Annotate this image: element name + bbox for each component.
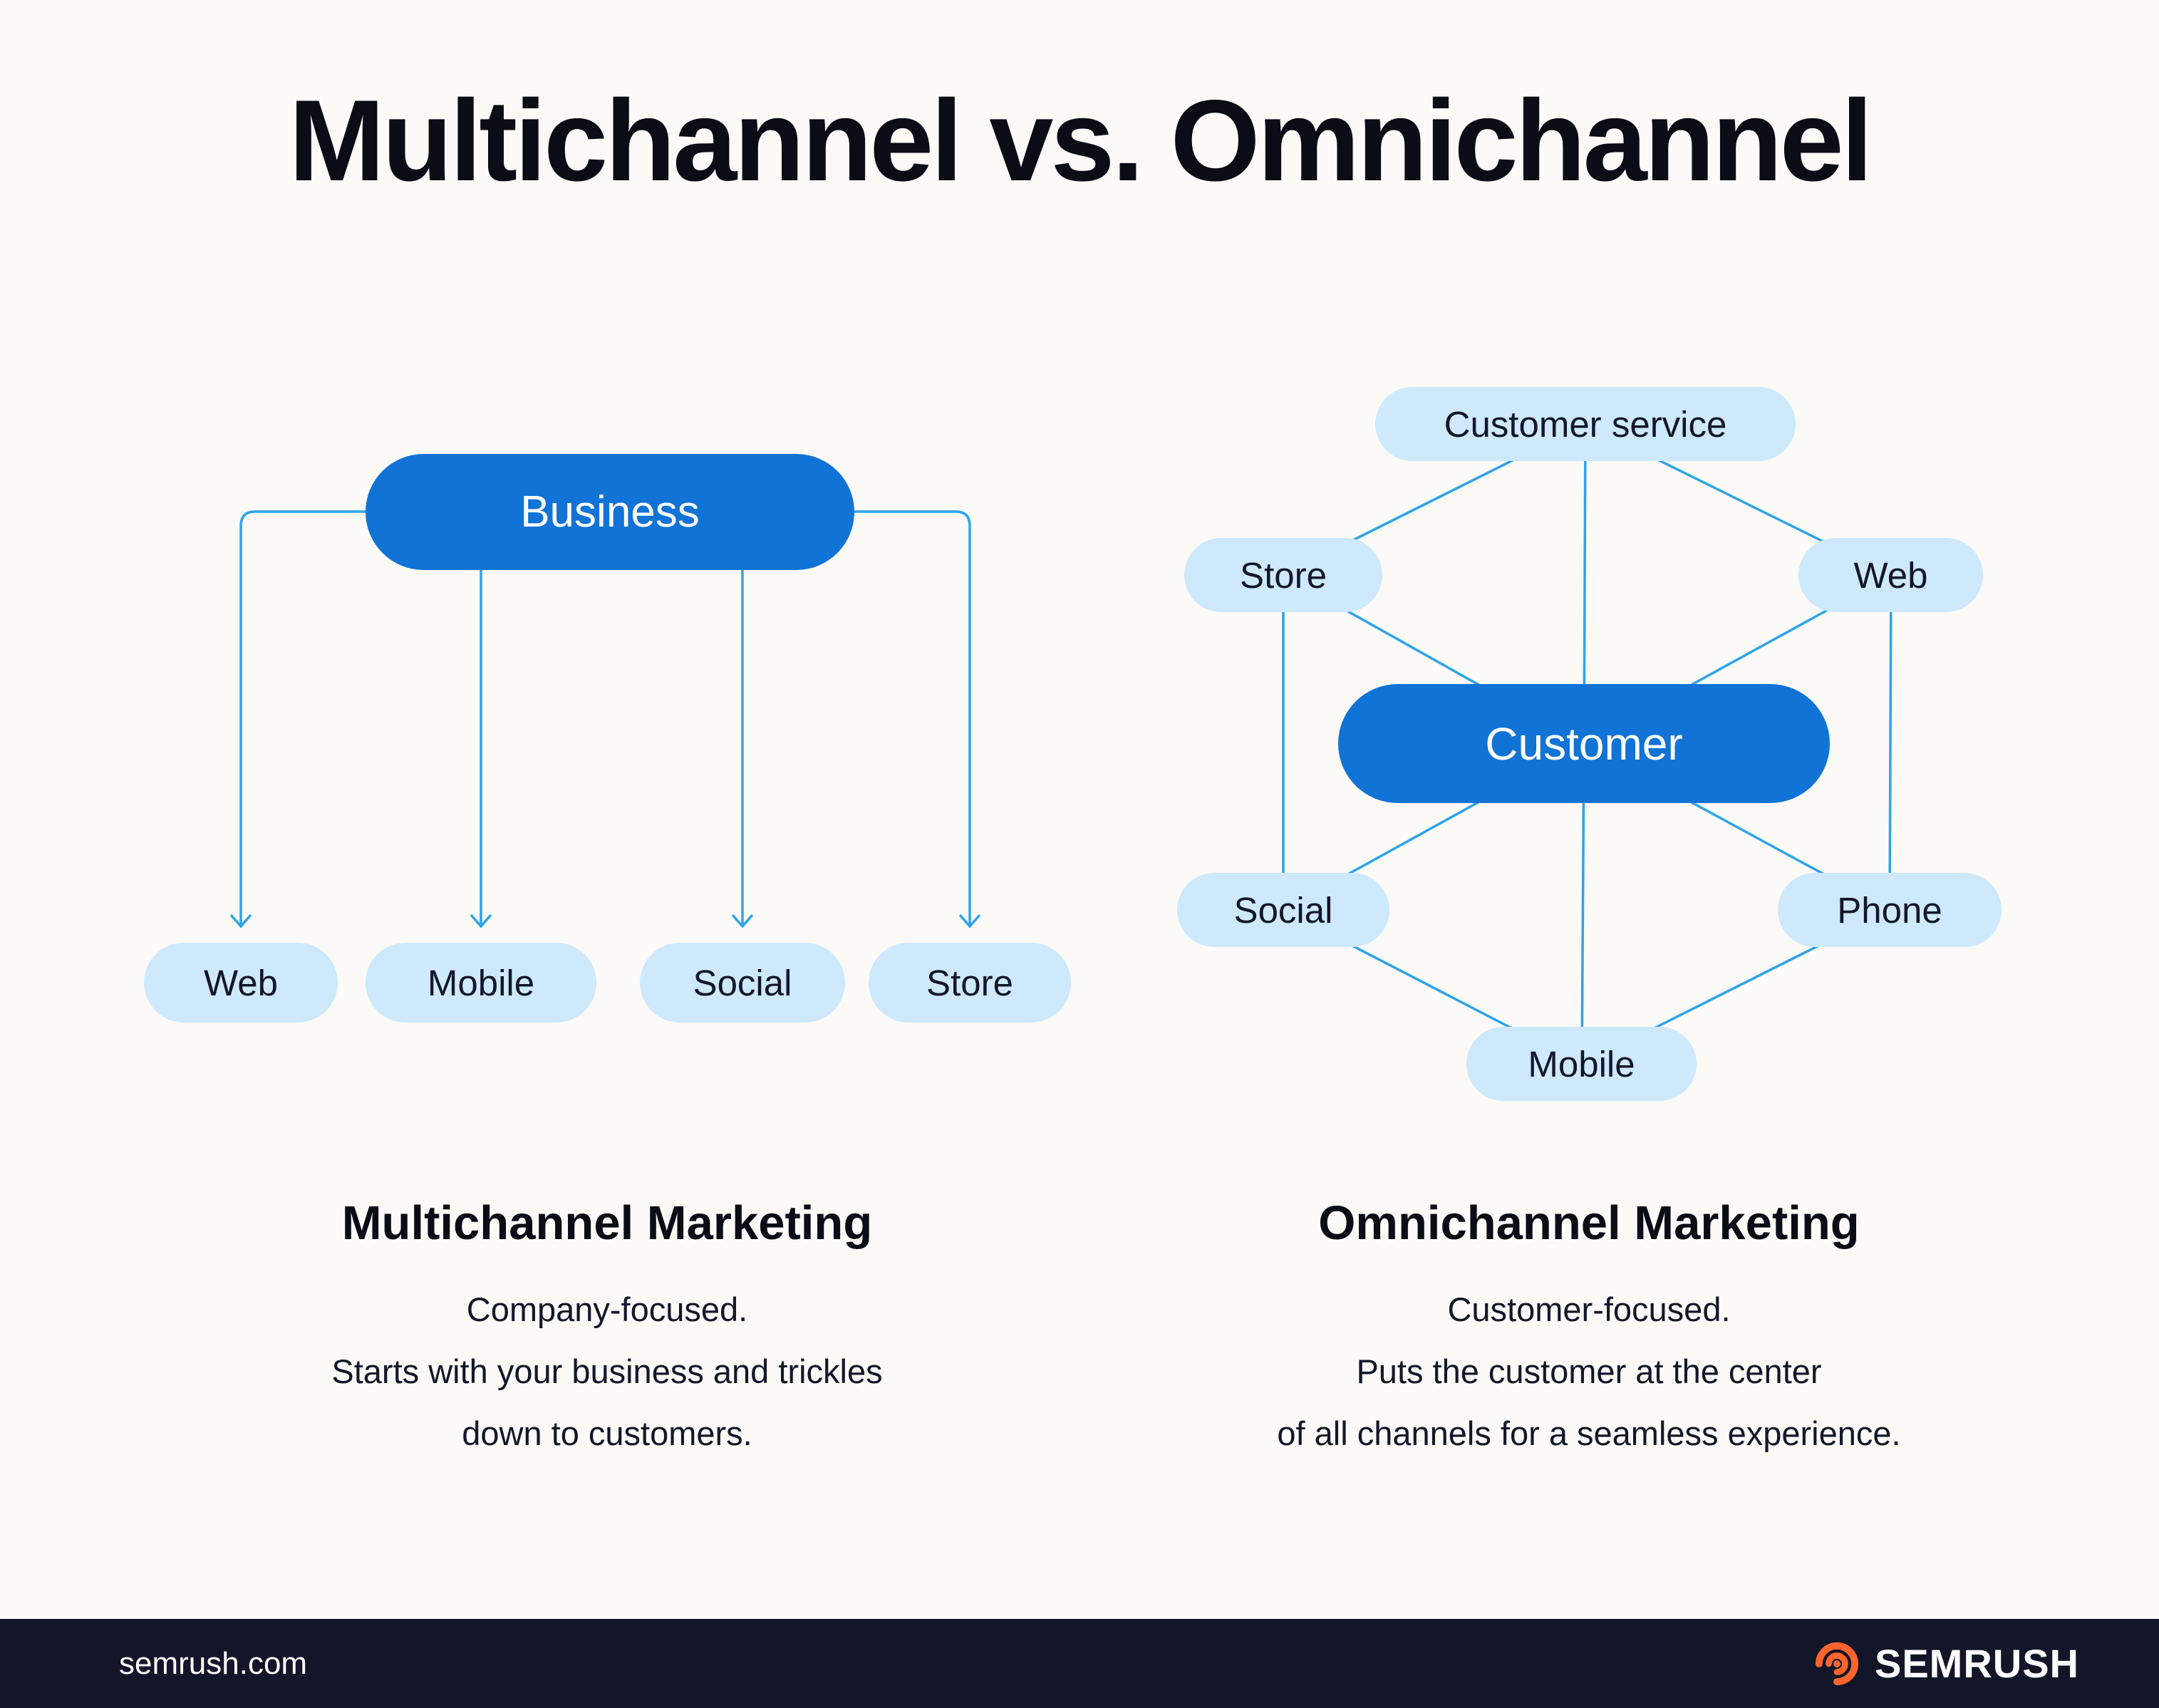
customer-node: Customer — [1338, 684, 1830, 803]
channel-node-social: Social — [640, 943, 845, 1023]
channel-node-web: Web — [144, 943, 338, 1023]
arrow-down-icon — [470, 913, 492, 928]
footer: semrush.com SEMRUSH — [0, 1619, 2159, 1708]
description-line: down to customers. — [462, 1414, 752, 1452]
description-line: Company-focused. — [466, 1290, 748, 1328]
footer-site-url: semrush.com — [119, 1645, 308, 1681]
satellite-node-phone: Phone — [1778, 873, 2002, 947]
satellite-node-social: Social — [1177, 873, 1389, 947]
business-node: Business — [366, 454, 854, 570]
satellite-node-store: Store — [1184, 538, 1382, 612]
satellite-node-web: Web — [1798, 538, 1983, 612]
connector-line — [239, 510, 366, 926]
page-title: Multichannel vs. Omnichannel — [289, 76, 1873, 205]
channel-node-mobile: Mobile — [366, 943, 596, 1023]
channel-node-store: Store — [869, 943, 1071, 1023]
arrow-down-icon — [229, 913, 252, 928]
semrush-flame-icon — [1815, 1642, 1859, 1685]
connector-line — [1888, 574, 1893, 911]
channel-label: Mobile — [427, 962, 535, 1003]
omnichannel-description: Customer-focused. Puts the customer at t… — [1147, 1279, 2031, 1465]
satellite-node-customer-service: Customer service — [1375, 387, 1796, 461]
satellite-label: Mobile — [1528, 1043, 1635, 1085]
description-line: Starts with your business and trickles — [331, 1352, 883, 1390]
connector-line — [854, 510, 971, 926]
semrush-logo: SEMRUSH — [1812, 1639, 2079, 1689]
description-line: Customer-focused. — [1447, 1290, 1731, 1328]
channel-label: Social — [693, 962, 792, 1003]
satellite-label: Web — [1853, 554, 1928, 596]
brand-name: SEMRUSH — [1874, 1641, 2079, 1686]
multichannel-connectors — [229, 510, 981, 928]
description-line: Puts the customer at the center — [1356, 1352, 1822, 1390]
multichannel-heading: Multichannel Marketing — [341, 1196, 873, 1250]
multichannel-description: Company-focused. Starts with your busine… — [165, 1279, 1049, 1465]
arrow-down-icon — [731, 913, 754, 928]
business-label: Business — [520, 487, 700, 537]
satellite-node-mobile: Mobile — [1466, 1027, 1697, 1101]
channel-label: Store — [926, 962, 1013, 1003]
description-line: of all channels for a seamless experienc… — [1277, 1414, 1901, 1452]
customer-label: Customer — [1485, 718, 1683, 770]
omnichannel-heading: Omnichannel Marketing — [1318, 1196, 1860, 1250]
satellite-label: Customer service — [1444, 403, 1727, 445]
arrow-down-icon — [958, 913, 981, 928]
satellite-label: Store — [1240, 554, 1327, 596]
satellite-label: Social — [1233, 889, 1333, 931]
channel-label: Web — [204, 962, 278, 1003]
satellite-label: Phone — [1837, 889, 1942, 931]
